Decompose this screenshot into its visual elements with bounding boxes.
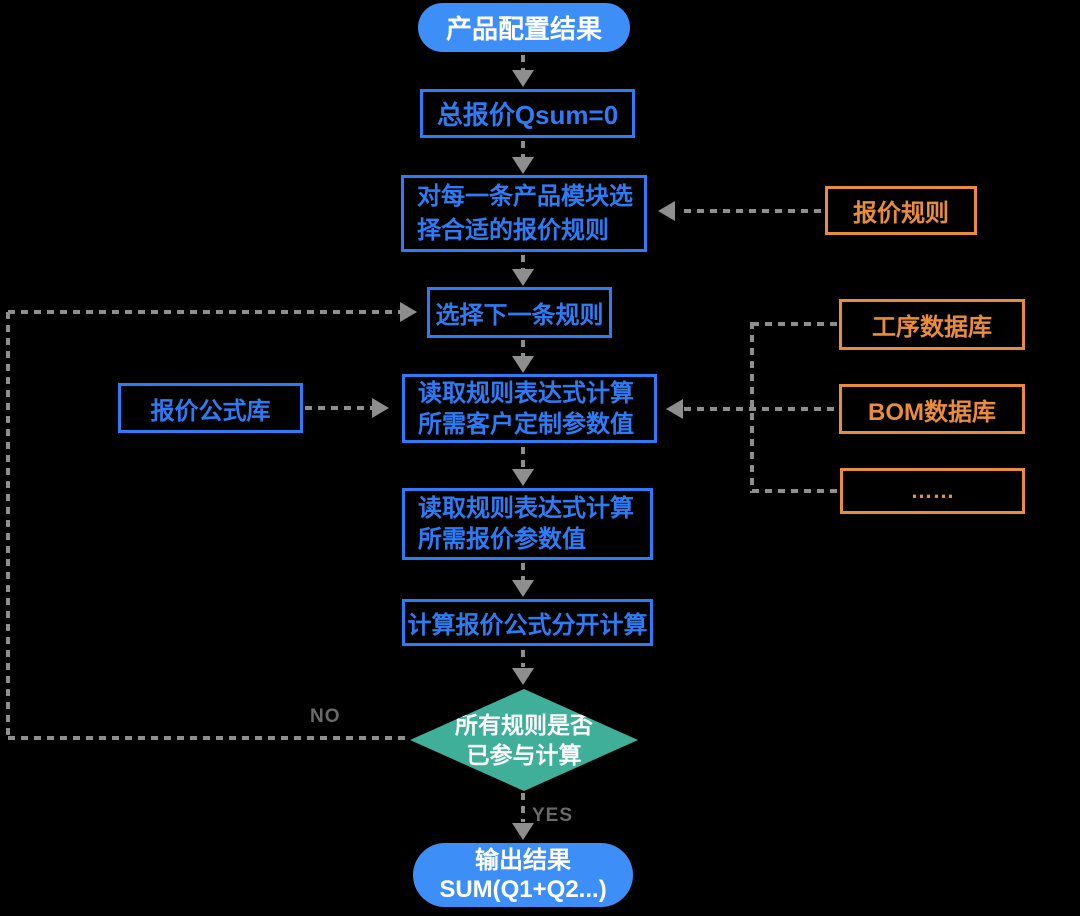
connector-start-init	[521, 55, 525, 70]
init-node: 总报价Qsum=0	[420, 89, 635, 138]
decision-line1: 所有规则是否	[455, 712, 593, 738]
no-loop-top-line	[8, 310, 400, 314]
choose-rule-node: 对每一条产品模块选 择合适的报价规则	[401, 175, 647, 252]
arrowhead-left-icon	[658, 201, 675, 221]
arrowhead-left-icon	[666, 399, 683, 419]
arrowhead-down-icon	[512, 580, 534, 597]
choose-rule-line2: 择合适的报价规则	[417, 216, 609, 244]
read-customer-params-line1: 读取规则表达式计算	[418, 379, 634, 407]
start-node-label: 产品配置结果	[445, 14, 602, 44]
more-db-node: ……	[840, 468, 1025, 514]
no-loop-bottom-line	[8, 736, 410, 740]
calc-split-label: 计算报价公式分开计算	[407, 612, 648, 639]
bom-db-label: BOM数据库	[868, 398, 996, 426]
connector-choose-next	[521, 255, 525, 269]
db-stub-more	[752, 489, 839, 493]
connector-init-choose	[521, 141, 525, 157]
arrowhead-down-icon	[512, 269, 534, 286]
arrowhead-right-icon	[400, 302, 417, 322]
arrowhead-down-icon	[512, 469, 534, 486]
arrowhead-down-icon	[512, 668, 534, 685]
decision-line2: 已参与计算	[466, 742, 582, 768]
read-customer-params-line2: 所需客户定制参数值	[418, 410, 634, 438]
connector-decision-end	[521, 793, 525, 822]
quote-rule-ref-node: 报价规则	[825, 186, 977, 235]
choose-rule-line1: 对每一条产品模块选	[417, 182, 633, 210]
end-node-line1: 输出结果	[475, 847, 571, 874]
arrowhead-down-icon	[512, 356, 534, 373]
decision-node: 所有规则是否 已参与计算	[410, 689, 638, 791]
read-quote-params-line2: 所需报价参数值	[418, 526, 586, 553]
next-rule-label: 选择下一条规则	[435, 302, 604, 329]
start-node: 产品配置结果	[418, 3, 630, 52]
init-node-label: 总报价Qsum=0	[436, 100, 619, 130]
read-quote-params-node: 读取规则表达式计算 所需报价参数值	[402, 488, 653, 560]
arrowhead-down-icon	[512, 70, 534, 87]
connector-readcust-readquote	[521, 447, 525, 467]
connector-next-readcust	[521, 340, 525, 356]
db-stub-process	[752, 322, 839, 326]
connector-rule-ref	[684, 209, 825, 213]
formula-lib-node: 报价公式库	[118, 383, 303, 433]
read-quote-params-line1: 读取规则表达式计算	[418, 495, 634, 522]
yes-branch-label: YES	[532, 805, 574, 826]
db-main-line	[684, 407, 839, 411]
quote-rule-ref-label: 报价规则	[853, 200, 949, 227]
connector-formula-lib	[305, 406, 372, 410]
connector-calc-decision	[521, 650, 525, 667]
connector-readquote-calc	[521, 563, 525, 580]
no-loop-left-line	[6, 312, 10, 738]
arrowhead-down-icon	[512, 157, 534, 174]
read-customer-params-node: 读取规则表达式计算 所需客户定制参数值	[402, 374, 657, 443]
no-branch-label: NO	[310, 706, 341, 727]
formula-lib-label: 报价公式库	[150, 397, 271, 425]
arrowhead-down-icon	[512, 823, 534, 840]
process-db-node: 工序数据库	[839, 299, 1025, 350]
more-db-label: ……	[910, 478, 955, 503]
bom-db-node: BOM数据库	[839, 384, 1025, 434]
next-rule-node: 选择下一条规则	[427, 287, 612, 338]
end-node: 输出结果 SUM(Q1+Q2...)	[413, 843, 633, 907]
arrowhead-right-icon	[372, 398, 389, 418]
end-node-line2: SUM(Q1+Q2...)	[439, 876, 607, 903]
process-db-label: 工序数据库	[872, 314, 992, 341]
calc-split-node: 计算报价公式分开计算	[402, 599, 653, 646]
